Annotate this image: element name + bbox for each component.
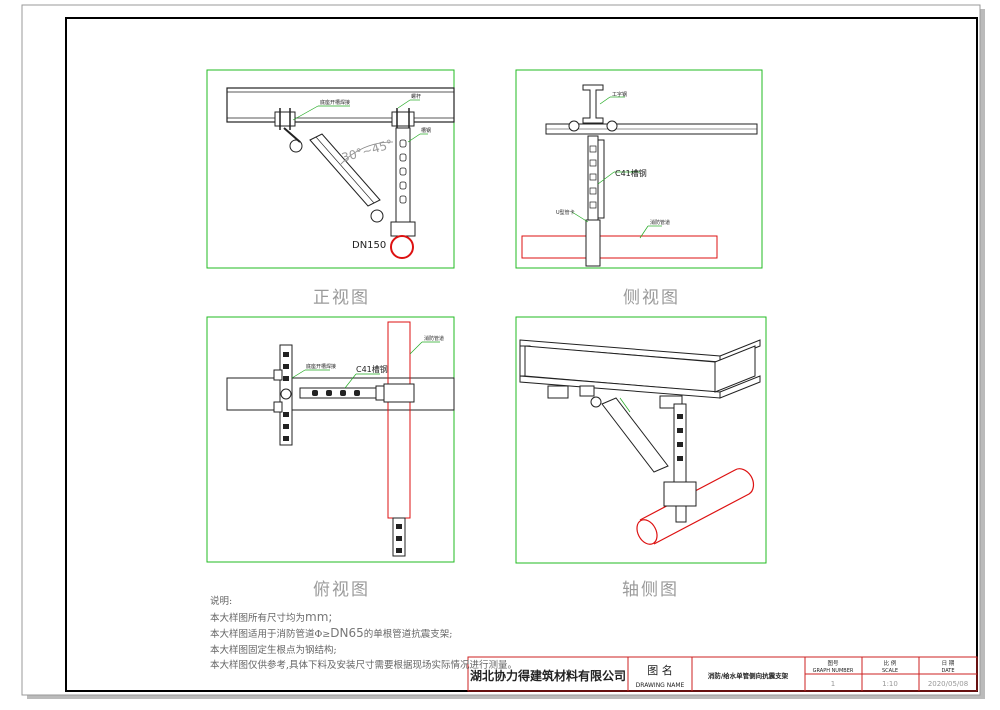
- front-view-caption: 正视图: [313, 288, 370, 308]
- top-brace: [299, 387, 379, 399]
- top-view: 底座开槽焊接 C41槽钢 消防管道: [206, 316, 455, 563]
- front-beam-clamp-right: [391, 111, 415, 127]
- date-cn: 日 期: [942, 660, 955, 667]
- side-channel-note: C41槽钢: [615, 168, 647, 178]
- graph-number-en: GRAPH NUMBER: [813, 668, 854, 674]
- side-ibeam: [582, 84, 604, 124]
- iso-pipe: [636, 468, 755, 545]
- drawing-title: 消防/给水单管侧向抗震支架: [708, 671, 789, 680]
- notes-block: 说明: 本大样图所有尺寸均为mm; 本大样图适用于消防管道Φ≥DN65的单根管道…: [210, 594, 517, 674]
- title-block: [467, 656, 978, 692]
- iso-view-caption: 轴侧图: [622, 580, 679, 600]
- notes-line-4: 本大样图仅供参考,具体下料及安装尺寸需要根据现场实际情况进行测量。: [210, 660, 518, 671]
- side-ibeam-note: 工字钢: [612, 91, 627, 98]
- front-view-border: [206, 69, 455, 269]
- side-pipe-note: 消防管道: [650, 219, 670, 226]
- front-clamp-note: 底座开槽焊接: [320, 99, 350, 106]
- front-rod-note: 螺杆: [411, 93, 421, 100]
- top-pipe-note: 消防管道: [424, 335, 444, 342]
- front-pipe: [390, 235, 414, 259]
- side-clamp-note: U型管卡: [556, 209, 575, 216]
- notes-line-3: 本大样图固定生根点为钢结构;: [210, 644, 337, 656]
- company-name: 湖北协力得建筑材料有限公司: [470, 668, 626, 683]
- top-view-border: [206, 316, 455, 563]
- iso-diagonal-brace: [601, 397, 669, 473]
- front-beam-clamp-left: [274, 111, 296, 127]
- notes-heading: 说明:: [210, 596, 233, 607]
- iso-ibeam: [519, 339, 761, 399]
- front-diagonal-brace: [283, 127, 384, 223]
- date-value: 2020/05/08: [928, 680, 968, 688]
- drawing-name-cn: 图 名: [647, 663, 673, 677]
- front-channel-note: 槽钢: [421, 127, 431, 134]
- notes-line-2: 本大样图适用于消防管道Φ≥DN65的单根管道抗震支架;: [210, 626, 453, 640]
- iso-view: [515, 316, 767, 564]
- side-pipe: [521, 235, 718, 259]
- top-beam: [226, 377, 455, 411]
- side-view-border: [515, 69, 763, 269]
- sheet-paper: [21, 4, 981, 696]
- top-view-caption: 俯视图: [313, 580, 370, 600]
- side-view-caption: 侧视图: [623, 288, 680, 308]
- iso-view-border: [515, 316, 767, 564]
- graph-number-cn: 图号: [827, 659, 839, 667]
- graph-number-value: 1: [831, 680, 835, 688]
- top-base-note: 底座开槽焊接: [306, 363, 336, 370]
- scale-cn: 比 例: [884, 659, 897, 667]
- top-channel-note: C41槽钢: [356, 364, 388, 374]
- date-en: DATE: [941, 668, 954, 674]
- side-view: 工字钢 C41槽钢 U型管卡 消防管道: [515, 69, 763, 269]
- front-beam: [226, 87, 455, 123]
- notes-line-1: 本大样图所有尺寸均为mm;: [210, 609, 333, 624]
- side-vertical-channel: [587, 135, 599, 221]
- scale-en: SCALE: [882, 668, 898, 674]
- scale-value: 1:10: [882, 680, 898, 688]
- drawing-name-en: DRAWING NAME: [636, 682, 685, 689]
- front-pipe-size: DN150: [352, 240, 386, 251]
